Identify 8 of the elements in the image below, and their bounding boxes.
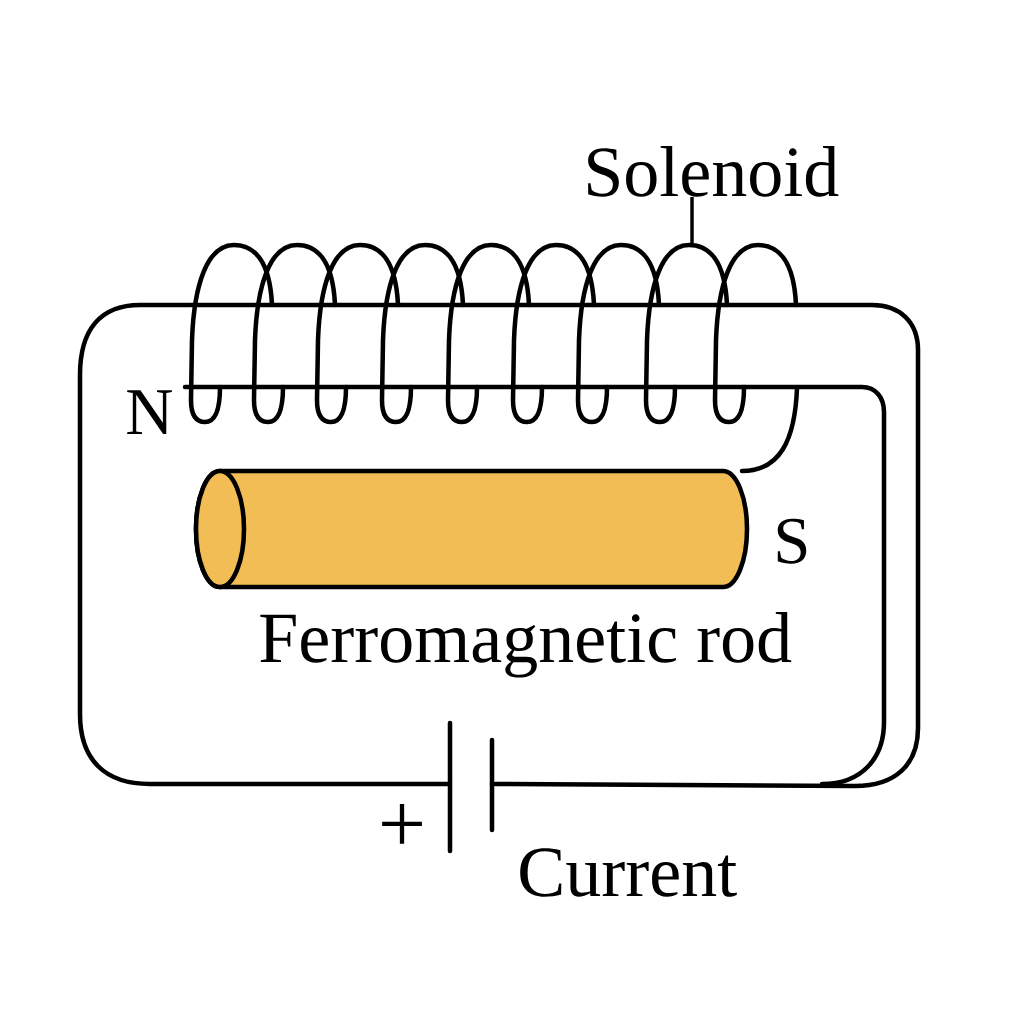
text-label: Current <box>520 848 737 897</box>
pole-label: N <box>127 390 172 434</box>
part-label: Solenoid <box>588 146 839 197</box>
pole-label: S <box>777 518 807 564</box>
part-label: Ferromagnetic rod <box>260 612 792 678</box>
coil <box>188 242 799 425</box>
plus-sign: + <box>382 803 422 844</box>
leader-line <box>690 196 694 245</box>
